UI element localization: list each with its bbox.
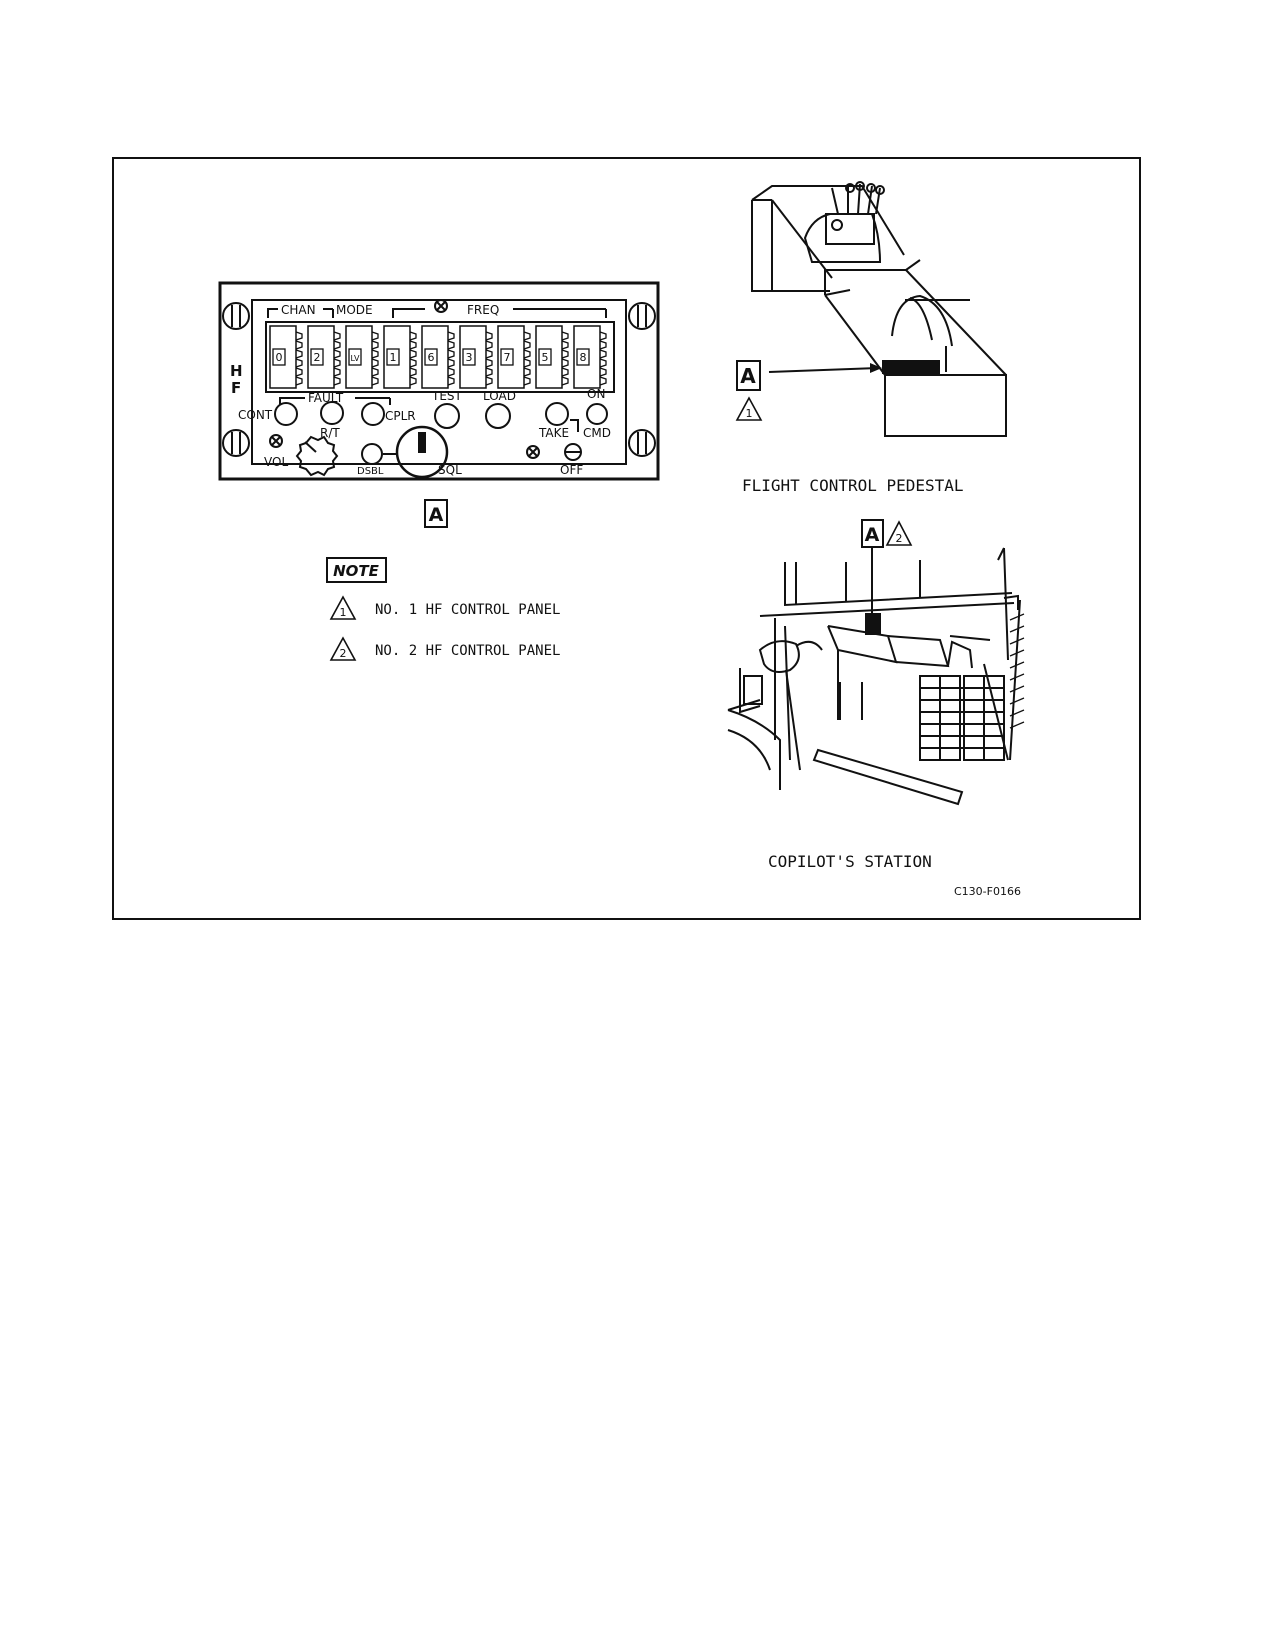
rt-fault-light xyxy=(320,401,344,425)
thumbwheel[interactable]: 6 xyxy=(421,325,455,389)
note-title: NOTE xyxy=(333,562,380,580)
svg-text:2: 2 xyxy=(340,647,347,660)
cont-fault-light xyxy=(274,402,298,426)
pedestal-triangle-icon: 1 xyxy=(735,396,763,421)
squelch-knob[interactable] xyxy=(395,425,449,479)
thumbwheel[interactable]: 0 xyxy=(269,325,303,389)
vol-label: VOL xyxy=(264,455,288,469)
thumbwheel-digit: 0 xyxy=(276,351,283,364)
figure-id: C130-F0166 xyxy=(954,885,1021,898)
corner-screw-icon xyxy=(222,302,250,330)
load-button[interactable] xyxy=(485,403,511,429)
thumbwheel-digit: 6 xyxy=(428,351,435,364)
thumbwheel[interactable]: 2 xyxy=(307,325,341,389)
on-label: ON xyxy=(587,387,605,401)
svg-text:1: 1 xyxy=(340,606,347,619)
thumbwheel-digit: 8 xyxy=(580,351,587,364)
vol-screw-icon xyxy=(269,434,283,448)
view-a-marker: A xyxy=(424,499,448,528)
mode-label: MODE xyxy=(336,303,373,317)
chan-label: CHAN xyxy=(281,303,316,317)
cmd-label: CMD xyxy=(583,426,611,440)
rt-label: R/T xyxy=(320,426,340,440)
thumbwheel-digit: 2 xyxy=(314,351,321,364)
copilot-illustration xyxy=(727,547,1021,806)
on-light xyxy=(586,403,608,425)
svg-text:1: 1 xyxy=(746,407,753,420)
breaker-hatching xyxy=(1009,613,1025,729)
thumbwheel-row: 0 2 LV 1 6 3 7 5 8 xyxy=(269,325,607,389)
copilot-triangle-icon: 2 xyxy=(885,520,913,546)
sql-label: SQL xyxy=(438,463,462,477)
screw-icon xyxy=(434,299,448,313)
thumbwheel[interactable]: 7 xyxy=(497,325,531,389)
thumbwheel-digit: 7 xyxy=(504,351,511,364)
note-triangle-icon: 1 xyxy=(329,595,357,620)
corner-screw-icon xyxy=(628,429,656,457)
cplr-label: CPLR xyxy=(385,409,416,423)
thumbwheel[interactable]: LV xyxy=(345,325,379,389)
thumbwheel-digit: 1 xyxy=(390,351,397,364)
thumbwheel-digit: LV xyxy=(350,354,360,363)
hf-control-panel xyxy=(218,281,660,481)
dsbl-label: DSBL xyxy=(357,466,384,477)
pedestal-illustration xyxy=(751,181,1007,437)
figure-frame xyxy=(112,157,1141,920)
copilot-marker: A xyxy=(861,519,884,548)
corner-screw-icon xyxy=(628,302,656,330)
thumbwheel[interactable]: 5 xyxy=(535,325,569,389)
thumbwheel[interactable]: 8 xyxy=(573,325,607,389)
pedestal-caption: FLIGHT CONTROL PEDESTAL xyxy=(742,476,964,495)
thumbwheel[interactable]: 3 xyxy=(459,325,493,389)
fault-label: FAULT xyxy=(308,391,344,405)
thumbwheel[interactable]: 1 xyxy=(383,325,417,389)
cont-label: CONT xyxy=(238,408,273,422)
dsbl-light xyxy=(361,443,383,465)
cplr-fault-light xyxy=(361,402,385,426)
corner-screw-icon xyxy=(222,429,250,457)
note-item-2: NO. 2 HF CONTROL PANEL xyxy=(375,643,560,659)
off-switch[interactable] xyxy=(564,443,582,461)
take-cmd-button[interactable] xyxy=(545,402,569,426)
panel-labels: H F CHAN MODE FREQ FAULT CONT R/T CPLR T… xyxy=(230,303,611,477)
volume-knob[interactable] xyxy=(295,435,339,477)
freq-label: FREQ xyxy=(467,303,499,317)
test-button[interactable] xyxy=(434,403,460,429)
side-label-h: H xyxy=(230,362,243,380)
note-triangle-icon: 2 xyxy=(329,636,357,661)
screw-icon xyxy=(526,445,540,459)
svg-text:A: A xyxy=(740,364,756,388)
svg-text:2: 2 xyxy=(896,532,903,545)
note-block: NOTE 1 NO. 1 HF CONTROL PANEL 2 NO. 2 HF… xyxy=(326,557,560,661)
side-label-f: F xyxy=(231,379,241,397)
thumbwheel-digit: 5 xyxy=(542,351,549,364)
copilot-caption: COPILOT'S STATION xyxy=(768,852,932,871)
thumbwheel-digit: 3 xyxy=(466,351,473,364)
test-label: TEST xyxy=(431,389,463,403)
load-label: LOAD xyxy=(483,389,516,403)
note-item-1: NO. 1 HF CONTROL PANEL xyxy=(375,602,560,618)
svg-text:A: A xyxy=(429,504,444,526)
svg-text:A: A xyxy=(865,524,880,546)
off-label: OFF xyxy=(560,463,583,477)
take-label: TAKE xyxy=(538,426,569,440)
pedestal-marker: A xyxy=(736,360,761,391)
callout-arrow-icon xyxy=(870,363,882,373)
